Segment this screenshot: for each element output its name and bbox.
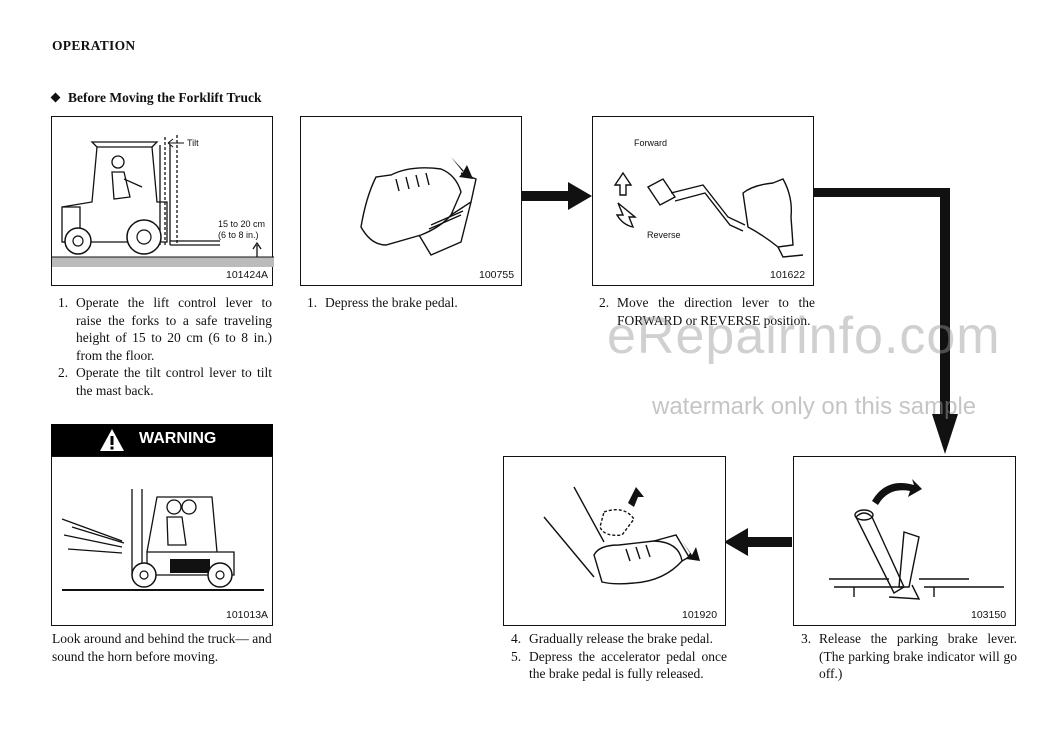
list-item: 1.Depress the brake pedal. xyxy=(307,295,458,310)
foot-on-brake-illustration xyxy=(360,157,477,256)
figure-direction-lever: Forward Reverse 101622 xyxy=(592,116,814,286)
list-item: 5.Depress the accelerator pedal once the… xyxy=(511,648,727,682)
figure-code: 101013A xyxy=(226,609,269,621)
steps-list-accelerator: 4.Gradually release the brake pedal. 5.D… xyxy=(505,630,727,683)
list-item: 1.Operate the lift control lever to rais… xyxy=(58,295,272,363)
figure-code: 101920 xyxy=(682,609,718,621)
diamond-bullet-icon xyxy=(50,92,61,103)
forklift-horn-illustration xyxy=(61,489,264,591)
steps-list-lift: 1.Operate the lift control lever to rais… xyxy=(52,294,272,399)
parking-brake-lever-illustration xyxy=(829,479,1004,600)
list-item: 4.Gradually release the brake pedal. xyxy=(511,631,714,646)
subheading: Before Moving the Forklift Truck xyxy=(50,90,262,106)
section-title: OPERATION xyxy=(52,38,136,53)
warning-banner: WARNING xyxy=(51,424,273,456)
direction-lever-illustration xyxy=(613,171,804,258)
figure-code: 100755 xyxy=(479,269,515,281)
flow-arrow-down-icon xyxy=(814,188,958,454)
figure-code: 101622 xyxy=(770,269,806,281)
watermark-note: watermark only on this sample xyxy=(652,393,977,420)
figure-code: 103150 xyxy=(971,609,1007,621)
figure-code: 101424A xyxy=(226,269,269,281)
list-item: 2.Operate the tilt control lever to tilt… xyxy=(58,365,272,398)
forward-label: Forward xyxy=(634,138,668,148)
forklift-lift-illustration xyxy=(52,135,274,267)
figure-look-around: 101013A xyxy=(51,456,273,626)
warning-label: WARNING xyxy=(139,430,217,447)
flow-arrow-right-icon xyxy=(522,182,592,210)
figure-parking-brake: 103150 xyxy=(793,456,1016,626)
list-item: 3.Release the parking brake lever. (The … xyxy=(801,631,1017,681)
warning-triangle-icon xyxy=(100,429,124,451)
warning-text: Look around and behind the truck— and so… xyxy=(52,631,272,664)
figure-brake-pedal: 100755 xyxy=(300,116,522,286)
foot-on-accelerator-illustration xyxy=(543,486,700,585)
flow-arrow-left-icon xyxy=(724,528,792,556)
height-label-imperial: (6 to 8 in.) xyxy=(218,230,259,240)
list-item: 2.Move the direction lever to the FORWAR… xyxy=(599,295,815,328)
figure-accelerator-pedal: 101920 xyxy=(503,456,726,626)
subheading-text: Before Moving the Forklift Truck xyxy=(68,90,262,105)
tilt-label: Tilt xyxy=(187,138,199,148)
watermark-site: eRepairinfo.com xyxy=(607,307,1001,365)
height-label-metric: 15 to 20 cm xyxy=(218,219,266,229)
steps-list-brake: 1.Depress the brake pedal. xyxy=(301,294,521,312)
steps-list-direction: 2.Move the direction lever to the FORWAR… xyxy=(593,294,815,329)
reverse-label: Reverse xyxy=(647,230,681,240)
steps-list-parking: 3.Release the parking brake lever. (The … xyxy=(795,630,1017,683)
figure-lift-forks: Tilt 15 to 20 cm (6 to 8 in.) 101424A xyxy=(51,116,274,286)
